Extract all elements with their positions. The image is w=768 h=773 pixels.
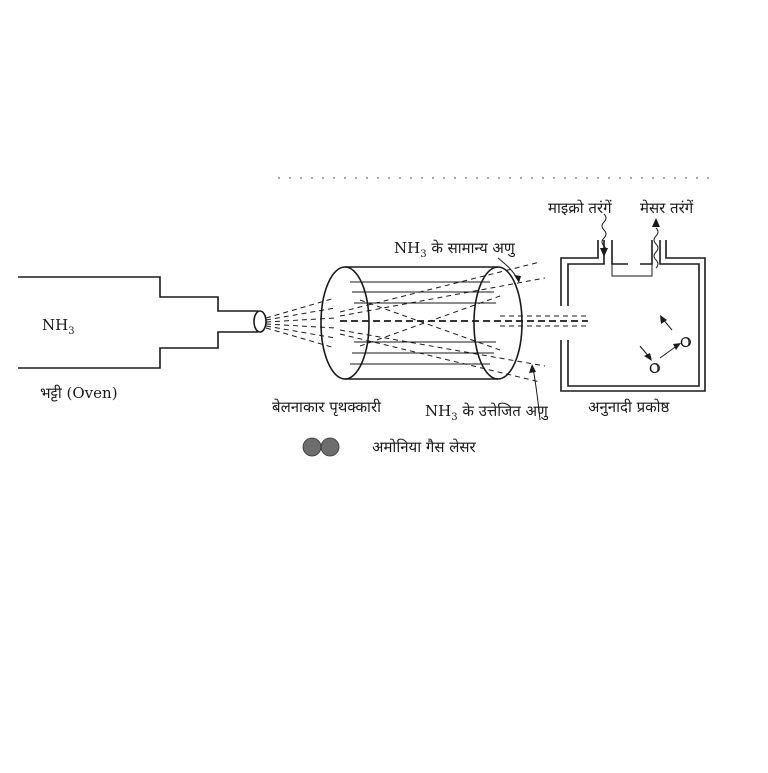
microwaves-label: माइक्रो तरंगें [548, 199, 612, 217]
normal-molecules-label: NH3 के सामान्य अणु [394, 239, 516, 260]
maser-waves-label: मेसर तरंगें [640, 199, 694, 217]
caption: अमोनिया गैस लेसर [372, 438, 477, 456]
maser-output-arrow [652, 218, 660, 269]
molecule-o2: O [680, 336, 691, 351]
molecular-beam [265, 297, 336, 349]
microwave-input-arrow [600, 213, 608, 257]
molecule-o1: O [649, 362, 660, 377]
cylindrical-separator [320, 261, 588, 383]
resonant-chamber [560, 240, 706, 392]
oven-label: भट्टी (Oven) [40, 384, 118, 402]
oven-gas-label: NH3 [42, 316, 75, 337]
excited-molecules-label: NH3 के उत्तेजित अणु [425, 402, 549, 423]
legend-dots [302, 437, 340, 457]
separator-label: बेलनाकार पृथक्कारी [272, 398, 382, 417]
resonant-chamber-label: अनुनादी प्रकोष्ठ [588, 398, 671, 417]
label-pointers [497, 257, 541, 421]
